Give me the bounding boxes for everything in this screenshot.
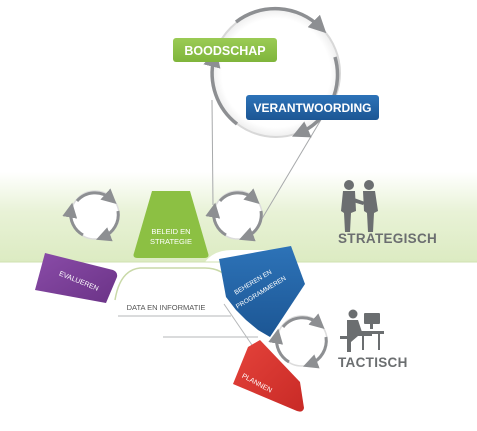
cycle-tactical	[268, 313, 328, 369]
plannen-shape	[233, 340, 304, 412]
verantwoording-box	[246, 95, 379, 120]
data-info-outline	[114, 267, 241, 301]
big-cycle-arrow-left	[203, 49, 239, 126]
beheren-programmeren-shape	[219, 246, 305, 337]
big-cycle-arrow-top	[234, 6, 327, 34]
diagonal-connector	[223, 303, 253, 346]
zoom-line-left	[211, 99, 214, 206]
desk-worker-icon	[340, 309, 384, 352]
handshake-icon	[341, 180, 378, 232]
tactisch-label: TACTISCH	[338, 355, 408, 370]
beleid-label-line1: BELEID EN	[151, 227, 190, 236]
cycle-left	[62, 188, 120, 242]
cycle-middle	[205, 188, 263, 242]
data-info-label: DATA EN INFORMATIE	[127, 303, 206, 312]
strategisch-label: STRATEGISCH	[338, 231, 437, 246]
zoom-line-right	[259, 117, 323, 223]
boodschap-label: BOODSCHAP	[184, 44, 265, 58]
verantwoording-label: VERANTWOORDING	[254, 101, 372, 115]
beleid-label-line2: STRATEGIE	[150, 237, 192, 246]
beleid-strategie-shape	[133, 191, 209, 258]
evalueren-shape	[35, 253, 118, 303]
boodschap-box	[173, 38, 277, 62]
